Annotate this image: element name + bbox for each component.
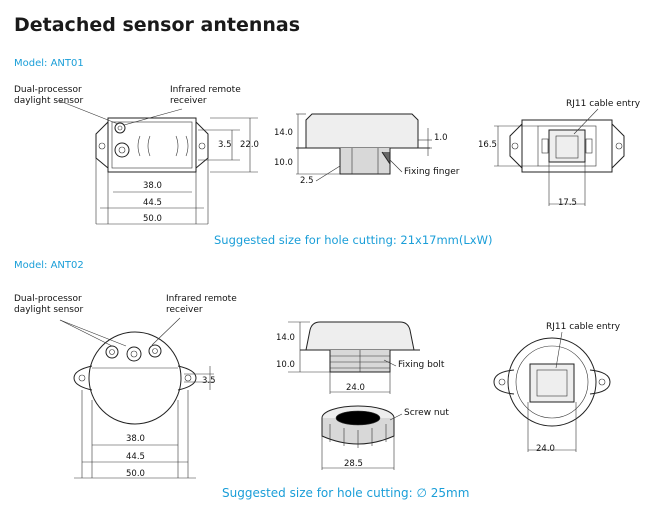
- ant02-screw-nut-label: Screw nut: [404, 408, 449, 418]
- ant02-nut-leader: [389, 413, 403, 421]
- ant02-fixing-bolt-label: Fixing bolt: [398, 360, 445, 370]
- ant01-rj11-entry: [548, 129, 586, 163]
- ant01-back-right-tab: [611, 123, 625, 169]
- ant01-dim-3-5: 3.5: [218, 140, 232, 150]
- ant02-side-dim-28-5: 28.5: [344, 459, 363, 469]
- ant01-body: [107, 117, 197, 173]
- ant02-ir-receiver-line2: receiver: [166, 305, 203, 315]
- ant01-dim-22: 22.0: [240, 140, 259, 150]
- ant02-dim-3-5: 3.5: [202, 376, 216, 386]
- ant02-ir-receiver-line1: Infrared remote: [166, 294, 237, 304]
- ant02-side-dim-24: 24.0: [346, 383, 365, 393]
- ant02-caption: Suggested size for hole cutting: ∅ 25mm: [222, 486, 470, 500]
- ant02-right-tab: [177, 365, 197, 391]
- ant01-daylight-sensor-line2: daylight sensor: [14, 96, 84, 106]
- ant02-rj11-entry: [529, 363, 575, 403]
- ant02-dim-44-5: 44.5: [126, 452, 145, 462]
- ant01-rj11-label: RJ11 cable entry: [566, 99, 641, 109]
- ant02-dim-50: 50.0: [126, 469, 145, 479]
- ant02-daylight-sensor-line1: Dual-processor: [14, 294, 82, 304]
- ant02-back-body: [507, 337, 597, 427]
- ant01-back-body: [521, 119, 613, 173]
- ant01-daylight-sensor-lens: [114, 142, 130, 158]
- ant01-vent-1: [137, 135, 141, 157]
- ant01-right-tab-hole: [198, 142, 206, 150]
- ant02-side-body: [305, 321, 415, 351]
- ant01-fixing-finger-label: Fixing finger: [404, 167, 460, 177]
- ant02-sensor-lens-a: [105, 345, 119, 359]
- ant01-fixing-finger: [381, 151, 391, 166]
- ant01-fixing-leader: [389, 159, 403, 173]
- ant01-left-tab: [95, 121, 109, 169]
- ant01-side-body: [305, 113, 419, 148]
- ant01-back-view: [494, 108, 625, 206]
- ant02-back-dim-24: 24.0: [536, 444, 555, 454]
- ant01-daylight-sensor-label: Dual-processor daylight sensor: [14, 85, 83, 107]
- ant02-side-dim-14: 14.0: [276, 333, 295, 343]
- ant02-daylight-sensor-lens: [126, 346, 142, 362]
- ant02-daylight-leader: [59, 319, 127, 347]
- ant01-vent-2: [147, 135, 151, 157]
- ant01-ir-receiver-label: Infrared remote receiver: [170, 85, 241, 107]
- ant01-dim-44-5: 44.5: [143, 198, 162, 208]
- page-title: Detached sensor antennas: [14, 14, 301, 36]
- ant01-daylight-sensor-lens-inner: [118, 146, 126, 154]
- ant01-ir-receiver-lens: [114, 122, 126, 134]
- ant02-daylight-sensor-line2: daylight sensor: [14, 305, 84, 315]
- ant01-vent-3: [175, 135, 179, 157]
- ant02-side-view: [288, 321, 420, 470]
- ant01-ir-receiver-lens-inner: [117, 125, 123, 131]
- ant02-body: [88, 331, 182, 425]
- ant01-side-dim-1: 1.0: [434, 133, 448, 143]
- ant02-bolt-leader: [383, 359, 397, 367]
- ant01-daylight-leader: [59, 100, 119, 125]
- ant01-caption: Suggested size for hole cutting: 21x17mm…: [214, 233, 493, 247]
- ant01-back-left-tab: [509, 123, 523, 169]
- ant02-ir-receiver-label: Infrared remote receiver: [166, 294, 237, 316]
- ant01-dim-50: 50.0: [143, 214, 162, 224]
- ant02-dim-38: 38.0: [126, 434, 145, 444]
- ant01-ir-leader: [123, 108, 183, 126]
- ant02-ir-receiver-lens: [148, 344, 162, 358]
- ant01-vent-4: [185, 135, 189, 157]
- ant01-back-dim-17-5: 17.5: [558, 198, 577, 208]
- ant02-back-left-tab: [493, 369, 515, 395]
- ant01-side-view: [296, 113, 432, 182]
- ant01-dim-38: 38.0: [143, 181, 162, 191]
- ant02-ir-leader: [151, 317, 181, 346]
- model-ant02-label: Model: ANT02: [14, 260, 84, 271]
- ant02-back-right-tab: [589, 369, 611, 395]
- ant01-daylight-sensor-line1: Dual-processor: [14, 85, 82, 95]
- model-ant01-label: Model: ANT01: [14, 58, 84, 69]
- ant02-side-dim-10: 10.0: [276, 360, 295, 370]
- ant02-daylight-sensor-label: Dual-processor daylight sensor: [14, 294, 83, 316]
- ant02-top-view: [59, 317, 214, 479]
- ant01-left-tab-hole: [98, 142, 106, 150]
- ant02-rj11-leader: [555, 331, 563, 369]
- ant01-right-tab: [195, 121, 209, 169]
- ant02-rj11-label: RJ11 cable entry: [546, 322, 621, 332]
- ant01-body-inner: [111, 121, 193, 169]
- ant02-left-tab: [73, 365, 93, 391]
- ant01-rj11-leader: [573, 108, 599, 135]
- ant01-ir-receiver-line2: receiver: [170, 96, 207, 106]
- ant01-side-dim-14: 14.0: [274, 128, 293, 138]
- ant01-side-dim-2-5: 2.5: [300, 176, 314, 186]
- ant02-back-view: [493, 331, 611, 452]
- ant01-ir-receiver-line1: Infrared remote: [170, 85, 241, 95]
- ant01-top-view: [59, 100, 258, 225]
- ant01-side-dim-10: 10.0: [274, 158, 293, 168]
- ant01-back-dim-16-5: 16.5: [478, 140, 497, 150]
